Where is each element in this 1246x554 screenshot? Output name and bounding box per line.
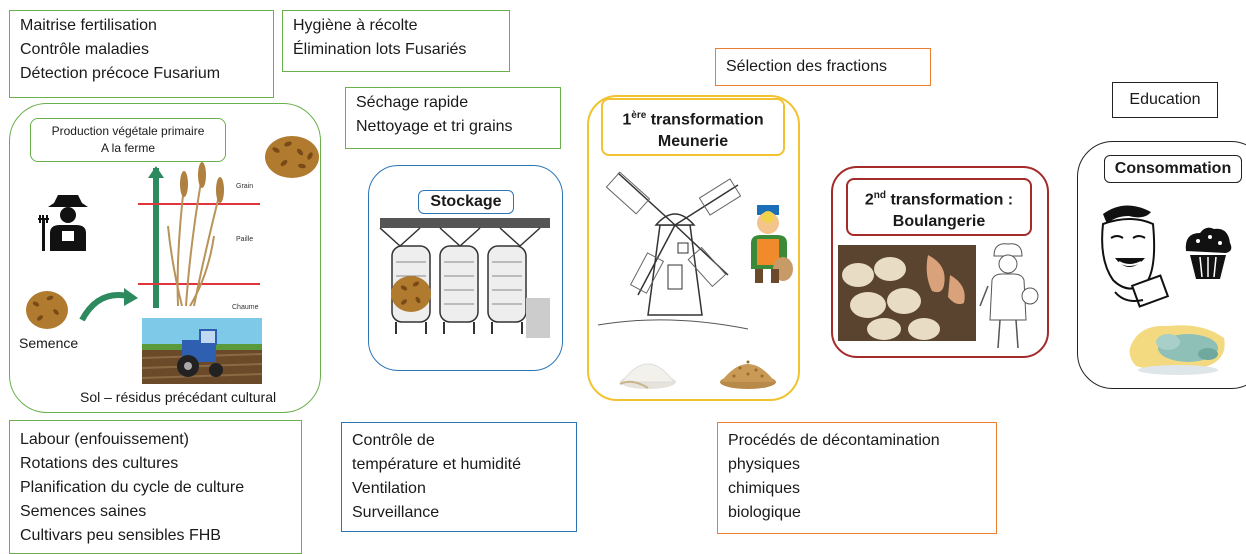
- boulangerie-num: 2: [864, 191, 874, 209]
- label-semence: Semence: [19, 335, 79, 351]
- muffin-icon: [1185, 227, 1232, 279]
- happy-man-icon: [1101, 205, 1170, 308]
- boulangerie-title: 2nd transformation : Boulangerie: [846, 178, 1032, 236]
- boulangerie-rest: transformation :: [886, 191, 1014, 209]
- tractor-field-image: [141, 318, 263, 384]
- farm-title: Production végétale primaire A la ferme: [30, 118, 226, 162]
- consommation-title: Consommation: [1104, 155, 1242, 183]
- moldy-bread-image: [1129, 325, 1225, 375]
- note-line: Contrôle de: [352, 432, 435, 449]
- grain-pile-icon: [265, 136, 319, 178]
- note-line: Élimination lots Fusariés: [293, 41, 467, 58]
- boulangerie-title-line1: 2nd transformation :: [848, 185, 1030, 211]
- boulangerie-sup: nd: [873, 190, 886, 201]
- note-storage-bottom: Contrôle de température et humidité Vent…: [341, 422, 577, 532]
- note-line: Séchage rapide: [356, 94, 469, 111]
- dough-photo: [838, 245, 976, 341]
- note-decontamination: Procédés de décontamination physiques ch…: [717, 422, 997, 534]
- note-line: Education: [1129, 91, 1201, 108]
- meunerie-title-line1: 1ère transformation: [603, 105, 783, 131]
- note-line: Détection précoce Fusarium: [20, 65, 221, 82]
- note-line: Procédés de décontamination: [728, 432, 940, 449]
- label-paille: Paille: [236, 236, 254, 243]
- windmill-image: [597, 171, 749, 330]
- farm-title-line1: Production végétale primaire: [51, 124, 205, 138]
- meunerie-title: 1ère transformation Meunerie: [601, 98, 785, 156]
- note-line: Rotations des cultures: [20, 455, 179, 472]
- note-farm-bottom: Labour (enfouissement) Rotations des cul…: [9, 420, 302, 554]
- note-line: Ventilation: [352, 480, 426, 497]
- note-line: Planification du cycle de culture: [20, 479, 245, 496]
- note-education: Education: [1112, 82, 1218, 118]
- curved-arrow-icon: [79, 288, 138, 322]
- label-grain: Grain: [236, 183, 254, 190]
- note-line: Hygiène à récolte: [293, 17, 418, 34]
- boulangerie-title-line2: Boulangerie: [892, 213, 986, 231]
- note-line: physiques: [728, 456, 801, 473]
- note-line: Contrôle maladies: [20, 41, 149, 58]
- meunerie-title-line2: Meunerie: [657, 133, 729, 151]
- flour-pile-image: [619, 363, 676, 389]
- farm-title-line2: A la ferme: [100, 141, 156, 155]
- note-line: chimiques: [728, 480, 801, 497]
- note-harvest: Hygiène à récolte Élimination lots Fusar…: [282, 10, 510, 72]
- miller-icon: [751, 205, 793, 283]
- bran-pile-image: [720, 360, 776, 389]
- note-drying: Séchage rapide Nettoyage et tri grains: [345, 87, 561, 149]
- meunerie-num: 1: [622, 111, 632, 129]
- note-line: Labour (enfouissement): [20, 431, 189, 448]
- label-chaume: Chaume: [232, 304, 259, 311]
- note-line: température et humidité: [352, 456, 521, 473]
- note-line: biologique: [728, 504, 801, 521]
- note-line: Sélection des fractions: [726, 58, 887, 75]
- note-line: Cultivars peu sensibles FHB: [20, 527, 221, 544]
- note-line: Maitrise fertilisation: [20, 17, 157, 34]
- label-sol: Sol – résidus précédant cultural: [80, 389, 277, 405]
- note-farm-practices: Maitrise fertilisation Contrôle maladies…: [9, 10, 274, 98]
- stockage-title: Stockage: [418, 190, 514, 214]
- meunerie-rest: transformation: [646, 111, 764, 129]
- seed-pile-icon: [26, 291, 68, 329]
- wheat-plant-diagram: [138, 162, 260, 308]
- silos-image: [379, 218, 550, 338]
- note-line: Surveillance: [352, 504, 440, 521]
- meunerie-sup: ère: [631, 110, 647, 121]
- note-line: Semences saines: [20, 503, 147, 520]
- note-selection: Sélection des fractions: [715, 48, 931, 86]
- baker-icon: [979, 243, 1039, 349]
- farmer-icon: [38, 195, 88, 251]
- note-line: Nettoyage et tri grains: [356, 118, 513, 135]
